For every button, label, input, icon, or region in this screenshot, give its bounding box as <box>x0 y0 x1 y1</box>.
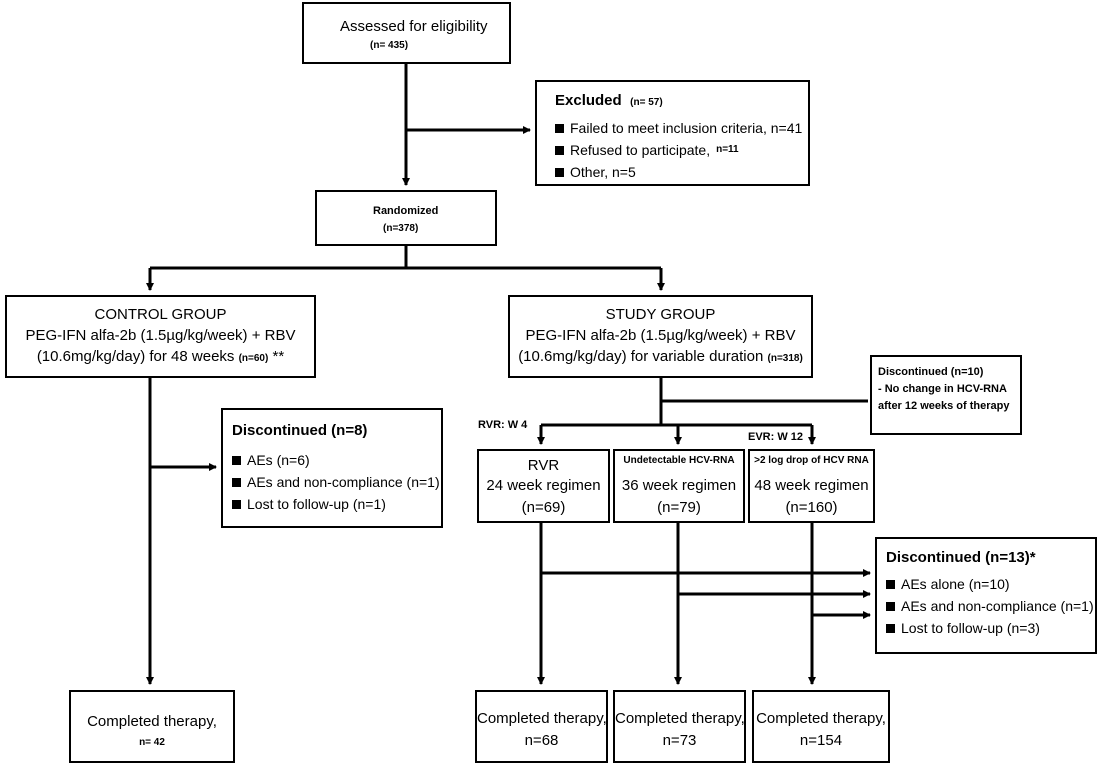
regimen-header: Undetectable HCV-RNA <box>623 455 735 466</box>
completed-36w-box: Completed therapy, n=73 <box>613 690 746 763</box>
disc-bottom-item-2: AEs and non-compliance (n=1) <box>886 598 1094 614</box>
discontinued-study-top-box: Discontinued (n=10) - No change in HCV-R… <box>870 355 1022 435</box>
regimen-box-24w: RVR 24 week regimen (n=69) <box>477 449 610 523</box>
regimen-count: (n=79) <box>657 499 701 516</box>
bullet-square-icon <box>555 145 564 155</box>
regimen-count: (n=160) <box>785 499 838 516</box>
label-evr-week: EVR: W 12 <box>748 431 804 443</box>
bullet-square-icon <box>886 579 895 589</box>
completed-label: Completed therapy, <box>477 710 607 727</box>
disc-control-item-2: AEs and non-compliance (n=1) <box>232 474 440 490</box>
study-duration-line: (10.6mg/kg/day) for variable duration (n… <box>518 348 803 365</box>
completed-count: n=73 <box>662 732 697 749</box>
control-regimen: PEG-IFN alfa-2b (1.5µg/kg/week) + RBV <box>25 327 296 344</box>
disc-top-line3: after 12 weeks of therapy <box>878 400 1010 412</box>
excluded-count: (n= 57) <box>630 97 663 108</box>
excluded-item-3: Other, n=5 <box>555 164 636 180</box>
control-title: CONTROL GROUP <box>94 306 227 323</box>
completed-24w-box: Completed therapy, n=68 <box>475 690 608 763</box>
regimen-duration: 48 week regimen <box>754 477 869 494</box>
disc-control-item-1: AEs (n=6) <box>232 452 310 468</box>
completed-count: n= 42 <box>139 737 165 748</box>
study-group-box: STUDY GROUP PEG-IFN alfa-2b (1.5µg/kg/we… <box>508 295 813 378</box>
assessed-count: (n= 435) <box>370 40 409 51</box>
bullet-square-icon <box>555 167 564 177</box>
disc-top-line2: - No change in HCV-RNA <box>878 383 1007 395</box>
excluded-header: Excluded (n= 57) <box>555 92 663 110</box>
disc-control-item-3: Lost to follow-up (n=1) <box>232 496 386 512</box>
bullet-square-icon <box>555 123 564 133</box>
regimen-header: RVR <box>527 457 560 474</box>
completed-control-box: Completed therapy, n= 42 <box>69 690 235 763</box>
assessed-title: Assessed for eligibility <box>340 18 488 35</box>
bullet-square-icon <box>232 499 241 509</box>
disc-bottom-item-3: Lost to follow-up (n=3) <box>886 620 1040 636</box>
completed-count: n=68 <box>524 732 559 749</box>
disc-control-title: Discontinued (n=8) <box>232 422 368 439</box>
label-rvr-week: RVR: W 4 <box>478 419 528 431</box>
discontinued-control-box: Discontinued (n=8) AEs (n=6) AEs and non… <box>221 408 443 528</box>
bullet-square-icon <box>886 601 895 611</box>
completed-label: Completed therapy, <box>87 713 217 730</box>
completed-48w-box: Completed therapy, n=154 <box>752 690 890 763</box>
assessed-box: Assessed for eligibility (n= 435) <box>302 2 511 64</box>
randomized-count: (n=378) <box>383 223 419 234</box>
bullet-square-icon <box>886 623 895 633</box>
bullet-square-icon <box>232 477 241 487</box>
bullet-square-icon <box>232 455 241 465</box>
study-title: STUDY GROUP <box>605 306 716 323</box>
disc-bottom-title: Discontinued (n=13)* <box>886 549 1036 566</box>
disc-bottom-item-1: AEs alone (n=10) <box>886 576 1010 592</box>
completed-label: Completed therapy, <box>756 710 886 727</box>
regimen-duration: 24 week regimen <box>486 477 601 494</box>
disc-top-title: Discontinued (n=10) <box>878 366 984 378</box>
control-group-box: CONTROL GROUP PEG-IFN alfa-2b (1.5µg/kg/… <box>5 295 316 378</box>
regimen-header: >2 log drop of HCV RNA <box>754 455 869 466</box>
regimen-box-36w: Undetectable HCV-RNA 36 week regimen (n=… <box>613 449 745 523</box>
study-regimen: PEG-IFN alfa-2b (1.5µg/kg/week) + RBV <box>525 327 796 344</box>
regimen-duration: 36 week regimen <box>621 477 737 494</box>
regimen-box-48w: >2 log drop of HCV RNA 48 week regimen (… <box>748 449 875 523</box>
regimen-count: (n=69) <box>521 499 566 516</box>
discontinued-study-bottom-box: Discontinued (n=13)* AEs alone (n=10) AE… <box>875 537 1097 654</box>
randomized-title: Randomized <box>373 205 439 217</box>
control-duration-line: (10.6mg/kg/day) for 48 weeks (n=60) ** <box>36 348 285 365</box>
excluded-box: Excluded (n= 57) Failed to meet inclusio… <box>535 80 810 186</box>
completed-label: Completed therapy, <box>615 710 745 727</box>
excluded-item-2: Refused to participate, n=11 <box>555 142 739 158</box>
excluded-title: Excluded <box>555 92 622 109</box>
randomized-box: Randomized (n=378) <box>315 190 497 246</box>
completed-count: n=154 <box>799 732 843 749</box>
excluded-item-1: Failed to meet inclusion criteria, n=41 <box>555 120 802 136</box>
